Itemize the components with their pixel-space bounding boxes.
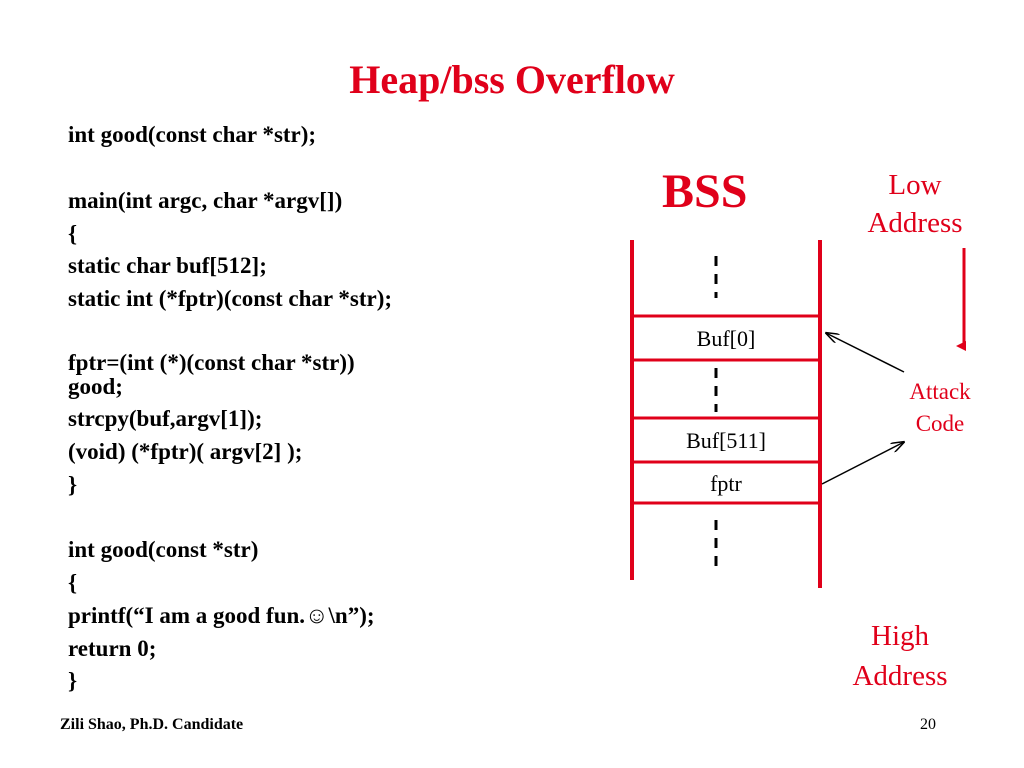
attack-label-line2: Code <box>915 411 965 436</box>
code-line: int good(const char *str); <box>68 122 317 147</box>
cell-fptr: fptr <box>710 471 742 496</box>
code-line: int good(const *str) <box>68 537 259 562</box>
code-line: (void) (*fptr)( argv[2] ); <box>68 439 303 464</box>
slide-title: Heap/bss Overflow <box>349 57 675 102</box>
code-line: main(int argc, char *argv[]) <box>68 188 343 213</box>
bss-heading: BSS <box>662 165 748 218</box>
code-line: } <box>68 668 78 693</box>
high-address-label: High Address <box>840 616 960 696</box>
code-line: } <box>68 472 78 497</box>
low-label-line2: Address <box>867 207 963 239</box>
attack-label-line1: Attack <box>909 379 971 404</box>
code-line: printf(“I am a good fun.☺\n”); <box>68 603 375 628</box>
arrow-to-buf0 <box>826 333 905 373</box>
high-label-line2: Address <box>852 660 948 692</box>
code-line: { <box>68 221 78 246</box>
code-line: { <box>68 570 78 595</box>
code-line: return 0; <box>68 636 157 661</box>
low-label-line1: Low <box>888 169 942 201</box>
page-number: 20 <box>920 716 936 733</box>
code-block: int good(const char *str); main(int argc… <box>68 0 392 693</box>
code-line: strcpy(buf,argv[1]); <box>68 406 263 431</box>
code-line: static int (*fptr)(const char *str); <box>68 286 393 311</box>
code-line: fptr=(int (*)(const char *str)) <box>68 350 355 375</box>
cell-buf511: Buf[511] <box>686 428 766 453</box>
attack-code-label: Attack Code <box>898 376 982 440</box>
footer-author: Zili Shao, Ph.D. Candidate <box>60 716 244 733</box>
high-label-line1: High <box>871 620 929 652</box>
code-line: static char buf[512]; <box>68 253 267 278</box>
code-line: good; <box>68 374 123 399</box>
arrow-from-fptr <box>821 442 904 485</box>
low-address-label: Low Address <box>860 166 970 242</box>
cell-buf0: Buf[0] <box>696 326 756 351</box>
